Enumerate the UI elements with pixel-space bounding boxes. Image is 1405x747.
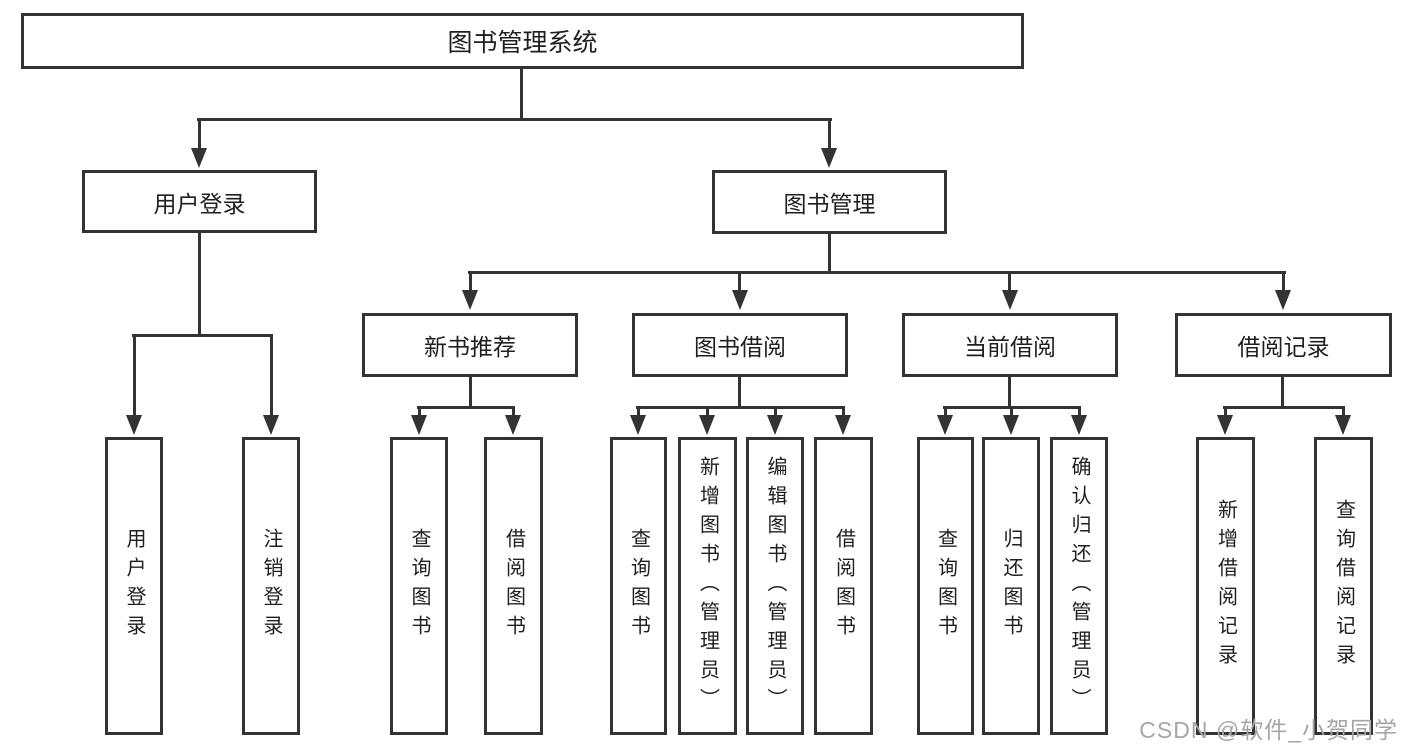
arrow-down-icon	[1217, 415, 1233, 435]
leaf-return-books: 归还图书	[982, 437, 1040, 735]
node-label: 新书推荐	[424, 334, 516, 360]
leaf-borrow-books-borrowing: 借阅图书	[814, 437, 873, 735]
connector-line	[469, 273, 472, 292]
connector-line	[520, 68, 523, 120]
node-book-borrowing: 图书借阅	[632, 313, 848, 377]
arrow-down-icon	[821, 148, 837, 168]
node-label: 用户登录	[153, 190, 246, 217]
leaf-logout: 注销登录	[242, 437, 300, 735]
node-label: 归还图书	[1000, 528, 1022, 644]
node-label: 借阅图书	[832, 528, 855, 644]
node-label: 查询图书	[408, 528, 430, 644]
connector-line	[198, 120, 201, 152]
leaf-user-login: 用户登录	[105, 437, 163, 735]
node-label: 图书管理	[783, 191, 876, 217]
arrow-down-icon	[630, 415, 646, 435]
node-library-management-system: 图书管理系统	[21, 13, 1024, 69]
leaf-query-borrow-record: 查询借阅记录	[1314, 437, 1373, 735]
connector-line	[842, 408, 845, 418]
leaf-borrow-books-recommend: 借阅图书	[484, 437, 543, 735]
arrow-down-icon	[937, 415, 953, 435]
arrow-down-icon	[411, 415, 427, 435]
leaf-confirm-return-admin: 确认归还（管理员）	[1050, 437, 1108, 735]
leaf-add-borrow-record: 新增借阅记录	[1196, 437, 1255, 735]
arrow-down-icon	[732, 290, 748, 310]
connector-line	[1223, 406, 1345, 409]
connector-line	[944, 408, 947, 418]
connector-line	[1281, 377, 1284, 408]
connector-line	[1008, 273, 1011, 292]
node-label: 新增借阅记录	[1214, 499, 1237, 673]
connector-line	[197, 118, 832, 121]
connector-line	[828, 120, 831, 152]
arrow-down-icon	[835, 415, 851, 435]
node-label: 注销登录	[260, 528, 282, 644]
connector-line	[1282, 273, 1285, 292]
node-current-borrowing: 当前借阅	[902, 313, 1118, 377]
node-label: 查询图书	[627, 528, 650, 644]
arrow-down-icon	[1003, 415, 1019, 435]
connector-line	[738, 273, 741, 292]
connector-line	[132, 334, 273, 337]
arrow-down-icon	[505, 415, 521, 435]
connector-line	[468, 271, 1286, 274]
connector-line	[198, 233, 201, 336]
connector-line	[469, 377, 472, 408]
arrow-down-icon	[699, 415, 715, 435]
leaf-query-books-current: 查询图书	[917, 437, 974, 735]
arrow-down-icon	[462, 290, 478, 310]
leaf-edit-books-admin: 编辑图书（管理员）	[746, 437, 804, 735]
connector-line	[706, 408, 709, 418]
connector-line	[738, 377, 741, 408]
node-label: 查询借阅记录	[1332, 499, 1355, 673]
connector-line	[418, 408, 421, 418]
arrow-down-icon	[126, 415, 142, 435]
arrow-down-icon	[1335, 415, 1351, 435]
node-user-login: 用户登录	[82, 170, 317, 233]
arrow-down-icon	[1275, 290, 1291, 310]
connector-line	[133, 336, 136, 418]
connector-line	[512, 408, 515, 418]
connector-line	[1078, 408, 1081, 418]
arrow-down-icon	[263, 415, 279, 435]
connector-line	[417, 406, 515, 409]
connector-line	[943, 406, 1081, 409]
node-label: 当前借阅	[964, 334, 1056, 360]
connector-line	[1008, 377, 1011, 408]
node-label: 确认归还（管理员）	[1068, 455, 1090, 717]
arrow-down-icon	[191, 148, 207, 168]
leaf-query-books-recommend: 查询图书	[390, 437, 448, 735]
connector-line	[637, 408, 640, 418]
node-label: 编辑图书（管理员）	[764, 455, 786, 717]
node-label: 用户登录	[123, 528, 145, 644]
node-borrowing-records: 借阅记录	[1175, 313, 1392, 377]
watermark-text: CSDN @软件_小贺同学	[1139, 717, 1398, 743]
connector-line	[1342, 408, 1345, 418]
node-label: 查询图书	[934, 528, 957, 644]
leaf-add-books-admin: 新增图书（管理员）	[678, 437, 737, 735]
node-label: 图书借阅	[694, 334, 786, 360]
node-new-book-recommendation: 新书推荐	[362, 313, 578, 377]
leaf-query-books-borrowing: 查询图书	[610, 437, 667, 735]
arrow-down-icon	[1002, 290, 1018, 310]
connector-line	[1224, 408, 1227, 418]
node-label: 新增图书（管理员）	[696, 455, 719, 717]
connector-line	[774, 408, 777, 418]
connector-line	[270, 336, 273, 418]
connector-line	[636, 406, 845, 409]
node-label: 图书管理系统	[447, 29, 598, 57]
connector-line	[1010, 408, 1013, 418]
arrow-down-icon	[767, 415, 783, 435]
node-book-management: 图书管理	[712, 170, 947, 234]
node-label: 借阅图书	[502, 528, 525, 644]
node-label: 借阅记录	[1237, 334, 1330, 360]
connector-line	[828, 233, 831, 273]
arrow-down-icon	[1071, 415, 1087, 435]
